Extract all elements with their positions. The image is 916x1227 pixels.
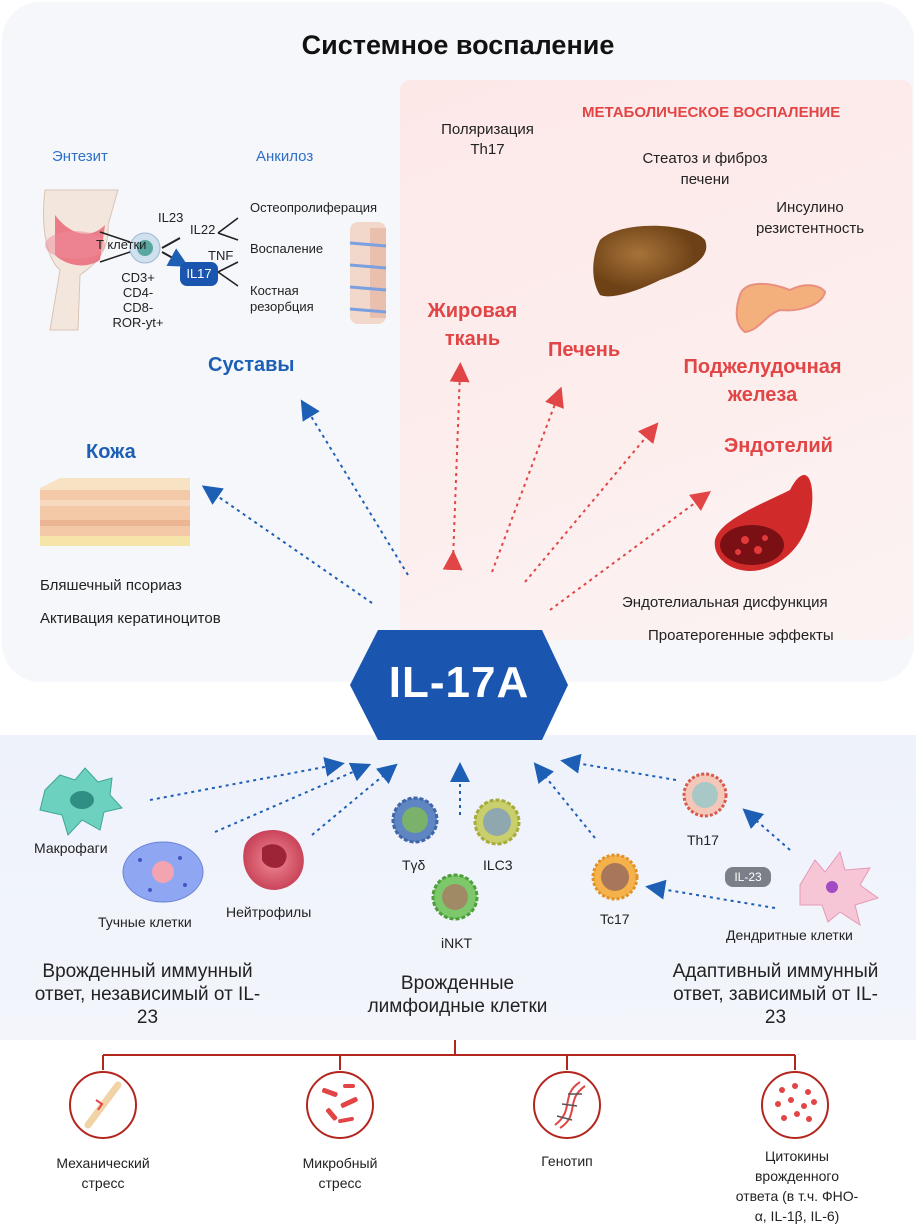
th17-cell-illustration — [682, 772, 728, 818]
il22-label: IL22 — [190, 222, 216, 237]
fat-tissue-heading: Жировая ткань — [427, 300, 518, 350]
t-cell-illustration — [129, 232, 161, 264]
ilc3-label: ILC3 — [483, 857, 513, 873]
macrophages-label: Макрофаги — [34, 840, 108, 856]
liver-illustration — [593, 225, 707, 297]
marker-cd3: CD3+ — [121, 270, 155, 285]
neutrophil-illustration — [243, 830, 304, 890]
cytokines-icon — [761, 1071, 829, 1139]
metabolic-heading: МЕТАБОЛИЧЕСКОЕ ВОСПАЛЕНИЕ — [582, 104, 841, 121]
effect-osteoproliferation: Остеопролиферация — [250, 200, 378, 215]
neutrophils-label: Нейтрофилы — [226, 904, 312, 920]
pancreas-heading: Поджелудочная железа — [683, 356, 842, 406]
th17-polarization-label: Поляризация Th17 — [441, 121, 534, 158]
inkt-label: iNKT — [441, 935, 473, 951]
endothelial-dysfunction-label: Эндотелиальная дисфункция — [622, 594, 828, 611]
tc17-label: Tc17 — [600, 911, 630, 927]
tgd-cell-illustration — [391, 796, 439, 844]
spine-illustration — [349, 222, 387, 324]
trigger-microbial: Микробный стресс — [302, 1155, 378, 1191]
adaptive-group-label: Адаптивный иммунный ответ, зависимый от … — [672, 961, 879, 1028]
tgd-label: Тγδ — [402, 857, 426, 873]
page-title: Системное воспаление — [301, 30, 615, 60]
marker-cd4: CD4- — [122, 285, 154, 300]
ankylosis-label: Анкилоз — [256, 148, 314, 165]
marker-cd8: CD8- — [122, 300, 154, 315]
marker-ror: ROR-yt+ — [112, 315, 164, 330]
ilc3-cell-illustration — [473, 798, 521, 846]
skin-illustration — [40, 478, 190, 546]
t-cells-label: T клетки — [96, 237, 147, 252]
inkt-cell-illustration — [431, 873, 479, 921]
th17-label: Th17 — [687, 832, 719, 848]
macrophage-illustration — [39, 767, 123, 836]
lymphoid-group-label: Врожденные лимфоидные клетки — [367, 973, 548, 1017]
il17-badge: IL17 — [180, 262, 218, 286]
trigger-genotype: Генотип — [541, 1153, 593, 1169]
joints-heading: Суставы — [208, 354, 295, 376]
dendritic-cell-illustration — [799, 850, 880, 927]
innate-group-label: Врожденный иммунный ответ, независимый о… — [34, 961, 261, 1028]
effect-inflammation: Воспаление — [250, 241, 324, 256]
il23-label: IL23 — [158, 210, 184, 225]
trigger-mechanical: Механический стресс — [56, 1155, 150, 1191]
pancreas-illustration — [735, 282, 827, 334]
tc17-cell-illustration — [591, 853, 639, 901]
il17a-label: IL-17A — [388, 658, 530, 707]
knee-illustration — [42, 189, 119, 331]
trigger-cytokines: Цитокины врожденного ответа (в т.ч. ФНО-… — [735, 1148, 859, 1224]
liver-heading: Печень — [548, 339, 621, 361]
enthesitis-label: Энтезит — [52, 148, 108, 165]
proatherogenic-label: Проатерогенные эффекты — [648, 627, 834, 644]
skin-item-keratinocytes: Активация кератиноцитов — [40, 610, 221, 627]
endothelium-heading: Эндотелий — [724, 435, 833, 457]
skin-heading: Кожа — [86, 441, 136, 463]
effect-bone-resorption: Костная резорбция — [250, 283, 314, 314]
microbial-stress-icon — [306, 1071, 374, 1139]
tnf-label: TNF — [208, 248, 234, 263]
mast-cells-label: Тучные клетки — [98, 914, 192, 930]
metabolic-panel — [400, 80, 912, 640]
il23-badge-label: IL-23 — [734, 870, 762, 884]
dendritic-label: Дендритные клетки — [726, 927, 853, 943]
t-cell-markers: CD3+ CD4- CD8- ROR-yt+ — [108, 270, 168, 330]
mast-cell-illustration — [122, 841, 204, 903]
il17a-hexagon — [350, 630, 568, 740]
il23-badge-bg — [725, 867, 771, 887]
artery-illustration — [714, 475, 813, 571]
steatosis-label: Стеатоз и фиброз печени — [642, 150, 768, 188]
skin-item-psoriasis: Бляшечный псориаз — [40, 577, 182, 594]
insulin-resistance-label: Инсулино резистентность — [755, 199, 865, 237]
